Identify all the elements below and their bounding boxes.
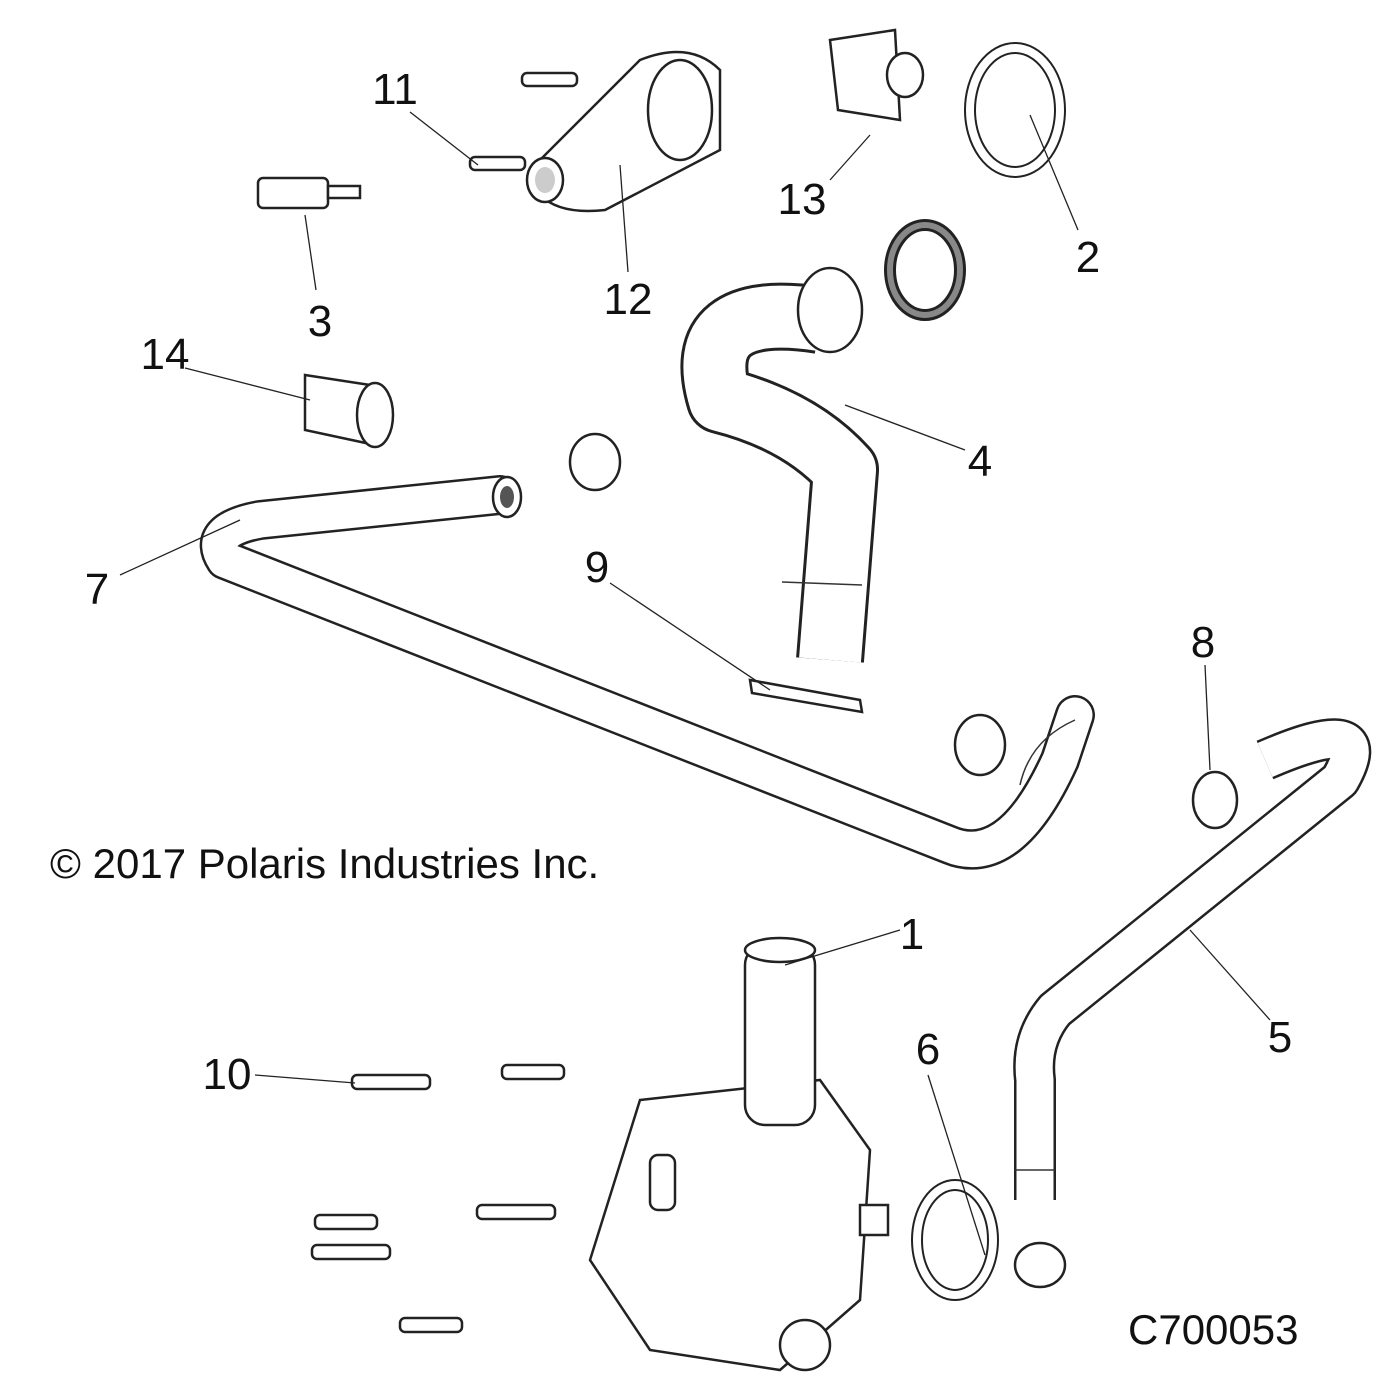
seal-ring-2 [964,42,1066,178]
leader-lines [119,111,1271,1256]
callout-7: 7 [84,565,110,614]
callout-13: 13 [777,175,827,224]
callout-1: 1 [899,910,925,959]
hose-4 [680,266,879,663]
copyright-text: © 2017 Polaris Industries Inc. [50,840,600,887]
bolts [310,71,579,1334]
callout-9: 9 [584,543,610,592]
callout-6: 6 [915,1025,941,1074]
callout-4: 4 [967,437,993,486]
sensor-3 [256,176,362,210]
thermostat-13 [828,28,925,122]
callout-11: 11 [372,65,418,114]
callout-5: 5 [1267,1013,1293,1062]
clamp-large [884,219,966,321]
fitting-14 [303,373,395,449]
thermostat-housing-12 [525,50,722,213]
hose-7 [199,475,1095,870]
clamps [568,432,1239,1289]
water-pump-1 [588,936,890,1372]
o-ring-6 [911,1179,999,1301]
callout-2: 2 [1075,233,1101,282]
hose-5 [1013,718,1372,1200]
callout-14: 14 [140,330,190,379]
callout-12: 12 [603,275,653,324]
callout-8: 8 [1190,618,1216,667]
callout-3: 3 [307,297,333,346]
figure-id: C700053 [1128,1306,1299,1353]
callout-10: 10 [202,1050,252,1099]
